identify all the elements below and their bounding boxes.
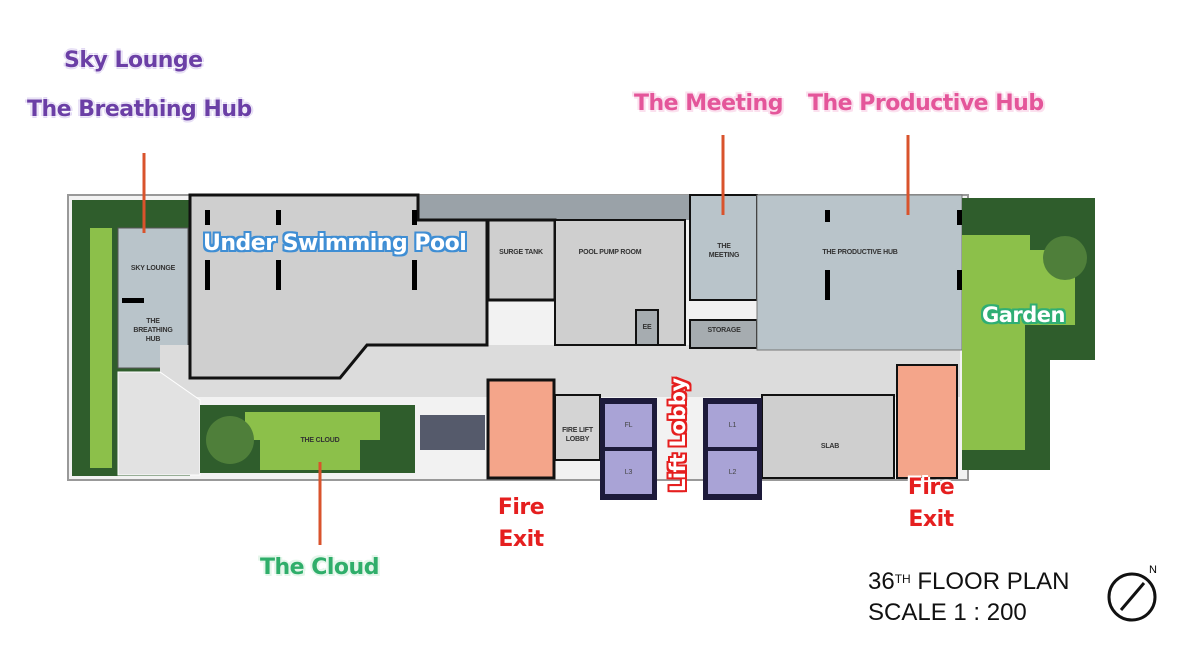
under-pool-area xyxy=(188,193,489,380)
lift-l2 xyxy=(708,451,757,494)
room-label-line: FIRE LIFT xyxy=(562,427,593,434)
lift-l1 xyxy=(708,404,757,447)
callout-cloud: The Cloud xyxy=(260,555,379,580)
lift-label-l3: L3 xyxy=(624,469,633,476)
callout-meeting: The Meeting xyxy=(634,91,783,116)
room-label-line: BREATHING xyxy=(133,327,173,334)
floor-suffix: TH xyxy=(894,572,911,586)
floor-number: 36 xyxy=(868,568,895,595)
callout-under-pool: Under Swimming Pool xyxy=(203,231,467,256)
room-label-line: LOBBY xyxy=(565,436,590,443)
leader-lines xyxy=(142,135,910,545)
right-lawn xyxy=(962,235,1075,450)
room-label-breathing-hub: THE BREATHING HUB xyxy=(122,317,184,344)
callout-sky-lounge: Sky Lounge xyxy=(64,48,203,73)
callout-productive-hub: The Productive Hub xyxy=(808,91,1044,116)
floor-title: 36TH FLOOR PLAN xyxy=(868,566,1069,597)
service-band xyxy=(418,195,690,220)
surge-tank-room xyxy=(486,218,557,302)
callout-line: Exit xyxy=(498,527,544,552)
room-label-productive-hub: THE PRODUCTIVE HUB xyxy=(822,249,898,256)
north-arrow-icon xyxy=(1107,572,1157,622)
slab-area xyxy=(761,394,895,479)
lift-fl xyxy=(605,404,652,447)
tree-icon xyxy=(1043,236,1087,280)
callout-line: Fire xyxy=(497,495,545,520)
callout-breathing-hub: The Breathing Hub xyxy=(27,97,252,122)
storage-room xyxy=(689,319,758,349)
plan-scale: SCALE 1 : 200 xyxy=(868,599,1027,626)
cloud-lawn xyxy=(245,412,380,470)
lift-label-l2: L2 xyxy=(728,469,737,476)
room-label-cloud: THE CLOUD xyxy=(300,437,340,444)
lift-label-fl: FL xyxy=(624,422,633,429)
fire-exit-stair-right xyxy=(896,364,958,479)
room-label-surge-tank: SURGE TANK xyxy=(499,249,543,256)
floor-text: FLOOR PLAN xyxy=(917,568,1070,595)
room-label-meeting: THE MEETING xyxy=(692,242,756,260)
room-label-line: MEETING xyxy=(708,252,740,259)
tree-icon xyxy=(206,416,254,464)
plan-title: 36TH FLOOR PLAN SCALE 1 : 200 xyxy=(868,566,1069,628)
ee-room xyxy=(635,309,659,346)
productive-hub-room xyxy=(756,194,963,351)
room-label-ee: EE xyxy=(642,324,652,331)
fire-lift-lobby-room xyxy=(554,394,601,461)
room-label-line: THE xyxy=(146,318,160,325)
room-label-storage: STORAGE xyxy=(707,327,741,334)
room-label-slab: SLAB xyxy=(820,443,840,450)
room-label-fire-lift-lobby: FIRE LIFT LOBBY xyxy=(555,426,600,444)
left-lawn-strip xyxy=(90,228,112,468)
fire-exit-stair-left xyxy=(486,378,556,480)
void-area xyxy=(420,415,485,450)
callout-fire-exit-right: Fire Exit xyxy=(900,472,962,536)
lift-l3 xyxy=(605,451,652,494)
room-label-line: HUB xyxy=(145,336,161,343)
callout-garden: Garden xyxy=(982,303,1066,327)
room-label-sky-lounge: SKY LOUNGE xyxy=(130,265,176,272)
callout-line: Exit xyxy=(908,507,954,532)
room-label-pool-pump-room: POOL PUMP ROOM xyxy=(578,249,642,256)
callout-fire-exit-left: Fire Exit xyxy=(490,492,552,556)
lift-label-l1: L1 xyxy=(728,422,737,429)
pool-pump-room xyxy=(554,219,686,346)
callout-lift-lobby: Lift Lobby xyxy=(666,378,690,492)
north-label: N xyxy=(1149,564,1157,576)
callout-line: Fire xyxy=(907,475,955,500)
room-label-line: THE xyxy=(717,243,731,250)
